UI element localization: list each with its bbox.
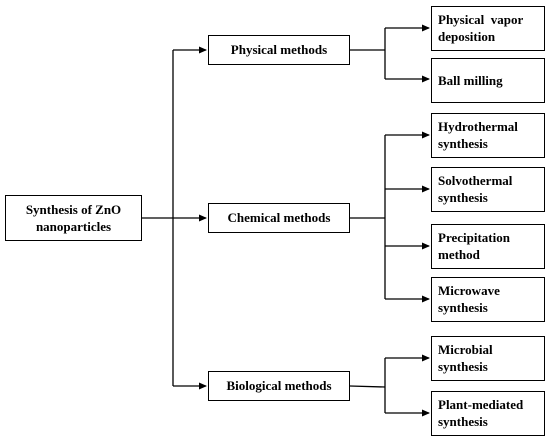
leaf-line-1: Ball milling [438, 73, 503, 88]
leaf-hydrothermal-synthesis: Hydrothermal synthesis [431, 113, 545, 158]
leaf-microbial-synthesis: Microbial synthesis [431, 336, 545, 381]
node-physical-methods: Physical methods [208, 35, 350, 65]
node-chemical-methods-label: Chemical methods [227, 210, 331, 225]
leaf-line-1: Physical vapor [438, 12, 524, 27]
biological-connector [349, 385, 386, 388]
node-physical-methods-label: Physical methods [230, 42, 328, 57]
root-node-synthesis-zno: Synthesis of ZnO nanoparticles [5, 195, 142, 241]
node-biological-methods-label: Biological methods [226, 378, 332, 393]
leaf-line-2: synthesis [438, 359, 488, 374]
leaf-line-2: synthesis [438, 300, 488, 315]
node-biological-methods: Biological methods [208, 371, 350, 401]
leaf-line-1: Precipitation [438, 230, 510, 245]
leaf-line-1: Solvothermal [438, 173, 513, 188]
leaf-line-1: Plant-mediated [438, 397, 524, 412]
leaf-line-1: Microbial [438, 342, 493, 357]
leaf-plant-mediated-synthesis: Plant-mediated synthesis [431, 391, 545, 436]
leaf-line-2: synthesis [438, 190, 488, 205]
leaf-precipitation-method: Precipitation method [431, 224, 545, 269]
leaf-line-1: Hydrothermal [438, 119, 518, 134]
leaf-physical-vapor-deposition: Physical vapor deposition [431, 6, 545, 51]
leaf-line-2: deposition [438, 29, 496, 44]
leaf-line-2: synthesis [438, 414, 488, 429]
leaf-line-2: synthesis [438, 136, 488, 151]
node-chemical-methods: Chemical methods [208, 203, 350, 233]
leaf-line-1: Microwave [438, 283, 500, 298]
leaf-solvothermal-synthesis: Solvothermal synthesis [431, 167, 545, 212]
leaf-line-2: method [438, 247, 480, 262]
leaf-ball-milling: Ball milling [431, 58, 545, 103]
root-line-2: nanoparticles [35, 219, 112, 234]
root-line-1: Synthesis of ZnO [25, 202, 122, 217]
leaf-microwave-synthesis: Microwave synthesis [431, 277, 545, 322]
